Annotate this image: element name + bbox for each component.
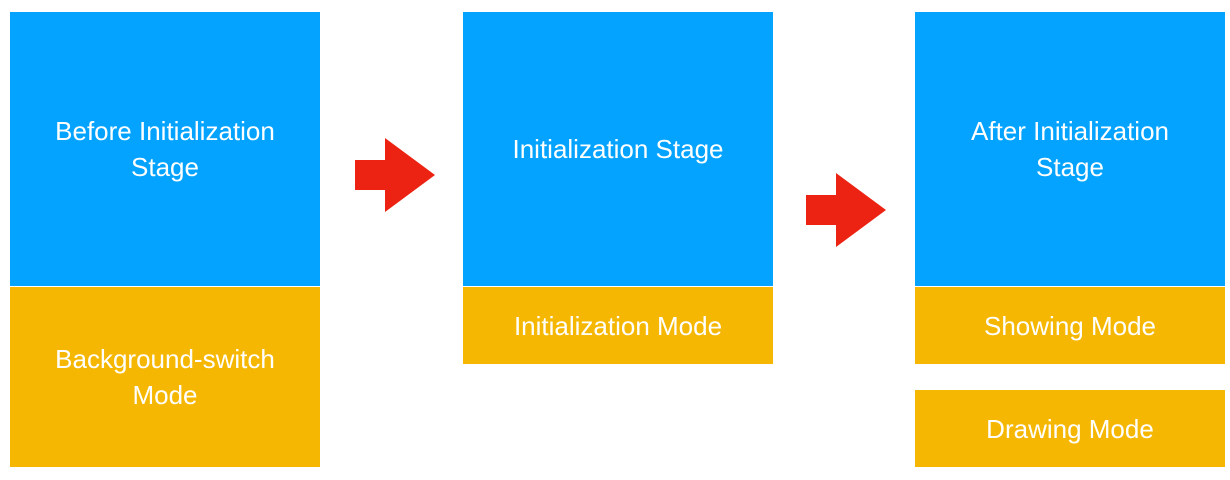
arrow-right-icon: [355, 138, 435, 212]
mode-initialization: Initialization Mode: [463, 287, 773, 364]
mode-drawing-label: Drawing Mode: [986, 413, 1154, 444]
stage-after-initialization-label: After Initialization Stage: [971, 116, 1169, 182]
mode-showing: Showing Mode: [915, 287, 1225, 364]
mode-initialization-label: Initialization Mode: [513, 310, 723, 341]
mode-background-switch-label: Background-switch Mode: [55, 344, 275, 410]
stage-initialization-label: Initialization Stage: [512, 134, 724, 164]
stage-before-initialization: Before Initialization Stage: [10, 12, 320, 286]
stage-before-initialization-label: Before Initialization Stage: [55, 116, 275, 182]
mode-drawing: Drawing Mode: [915, 390, 1225, 467]
mode-background-switch: Background-switch Mode: [10, 287, 320, 467]
stage-after-initialization: After Initialization Stage: [915, 12, 1225, 286]
stage-initialization: Initialization Stage: [463, 12, 773, 286]
mode-showing-label: Showing Mode: [984, 310, 1156, 341]
arrow-right-icon: [806, 173, 886, 247]
